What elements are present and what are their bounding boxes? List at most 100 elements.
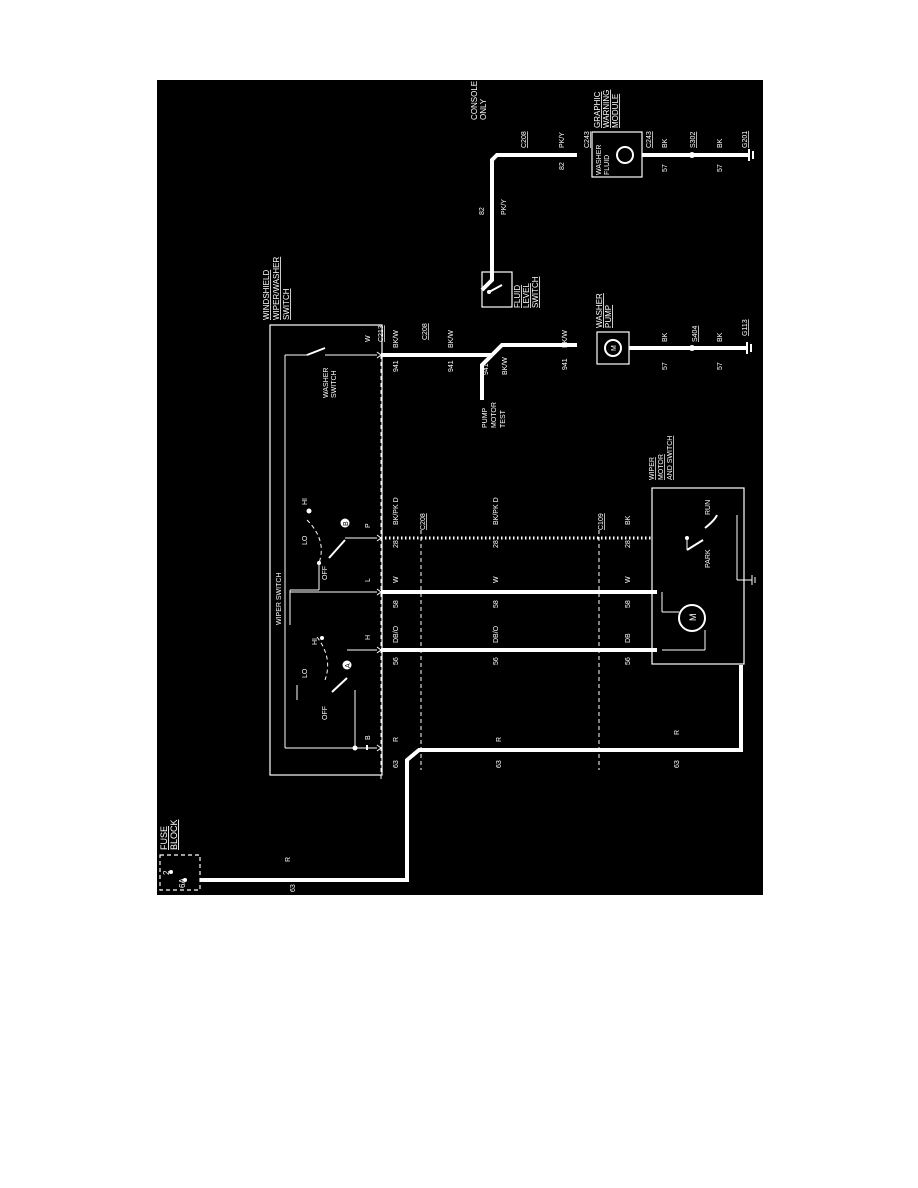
splice-s404: S404: [692, 326, 699, 342]
graphic-warning-module: WASHER FLUID C243 C243 GRAPHIC WARNING M…: [470, 81, 653, 178]
ww-switch-label-3: SWITCH: [282, 288, 291, 320]
ground-g113: G113: [742, 319, 749, 336]
wire-941-color-4: BK/W: [562, 330, 569, 348]
wiper-motor-label-2: MOTOR: [658, 454, 665, 480]
wiper-motor-label-3: AND SWITCH: [667, 436, 674, 480]
wire-28-color-2: BK/PK D: [493, 497, 500, 525]
wire-63-color-1: R: [393, 737, 400, 742]
terminal-l: L: [365, 578, 372, 582]
switch-off-lower: OFF: [322, 706, 329, 720]
wire-58-color-1: W: [393, 576, 400, 583]
fuse-block-label-1: FUSE: [159, 826, 169, 850]
fluid-level-label-1: FLUID: [513, 285, 522, 308]
wire-58-num-2: 58: [493, 600, 500, 608]
wiring-diagram: 2 6A FUSE BLOCK 63 R 63 R 63 R 63 R WIND…: [157, 80, 763, 895]
fuse-block-label-2: BLOCK: [169, 819, 179, 850]
wiper-motor-label-1: WIPER: [649, 457, 656, 480]
wire-57-color-3: BK: [662, 138, 669, 148]
fuse-pin-2: 2: [162, 870, 171, 875]
terminal-a-badge: A: [345, 663, 352, 668]
wire-941-num-2: 941: [448, 360, 455, 372]
wire-63-red: 63 R 63 R 63 R 63 R: [200, 665, 743, 892]
wire-82-color-2: PK/Y: [559, 132, 566, 148]
wire-57-num-2: 57: [717, 362, 724, 370]
terminal-h: H: [365, 635, 372, 640]
washer-switch-label-1: WASHER: [323, 368, 330, 398]
wire-941-num-3: 941: [483, 363, 490, 375]
c213-connector-row: C213: [376, 325, 385, 780]
washer-pump-m: M: [611, 345, 618, 351]
wire-57-color-4: BK: [717, 138, 724, 148]
wire-56-num-3: 56: [625, 657, 632, 665]
wire-941-color-1: BK/W: [393, 330, 400, 348]
pump-motor-test-2: MOTOR: [491, 402, 498, 428]
gwm-label-1: GRAPHIC: [593, 91, 602, 128]
wiper-motor-and-switch: WIPER MOTOR AND SWITCH M RUN PARK: [649, 436, 756, 665]
pump-motor-test-3: TEST: [500, 409, 507, 428]
terminal-p: P: [365, 523, 372, 528]
connector-c213: C213: [378, 325, 385, 342]
fuse-pin-6a: 6A: [178, 878, 187, 888]
wire-941-num-1: 941: [393, 360, 400, 372]
wire-941-color-3: BK/W: [502, 357, 509, 375]
wire-82-pky: 82 PK/Y 82 PK/Y C208: [479, 131, 577, 292]
wire-56-color-2: DB/O: [493, 625, 500, 643]
wire-82-num-1: 82: [479, 207, 486, 215]
ww-switch-label-1: WINDSHIELD: [262, 270, 271, 320]
wiper-motor-park: PARK: [705, 549, 712, 568]
wire-28-num-1: 28: [393, 540, 400, 548]
connector-c208-module: C208: [521, 131, 528, 148]
wire-63-color-2: R: [496, 737, 503, 742]
wire-57-bk-module: 57 BK 57 BK S302 G201: [642, 131, 754, 172]
wire-57-color-2: BK: [717, 332, 724, 342]
wire-56-color-3: DB: [625, 633, 632, 643]
terminal-w: W: [365, 335, 372, 342]
fluid-level-label-3: SWITCH: [531, 276, 540, 308]
c208-connector-washer: C208: [422, 323, 429, 340]
pump-motor-test-1: PUMP: [482, 407, 489, 428]
washer-pump-label-2: PUMP: [604, 305, 613, 328]
connector-c109: C109: [598, 513, 605, 530]
wire-28-color-3: BK: [625, 515, 632, 525]
wire-63-num-1: 63: [393, 760, 400, 768]
washer-fluid-label-2: FLUID: [604, 155, 611, 175]
c208-connector-wiper: C208: [420, 513, 427, 770]
wire-58-color-3: W: [625, 576, 632, 583]
terminal-b-badge: B: [343, 521, 350, 526]
switch-lo-lower: LO: [302, 668, 309, 678]
wire-63-color-3: R: [674, 730, 681, 735]
washer-pump-label-1: WASHER: [595, 293, 604, 328]
wire-56-color-1: DB/O: [393, 625, 400, 643]
wire-58-color-2: W: [493, 576, 500, 583]
wiper-motor-run: RUN: [705, 500, 712, 515]
wiper-motor-m: M: [688, 614, 698, 622]
wire-63-num-2: 63: [496, 760, 503, 768]
wire-58-num-3: 58: [625, 600, 632, 608]
connector-c208-wiper: C208: [420, 513, 427, 530]
ww-switch-label-2: WIPER/WASHER: [272, 257, 281, 320]
wire-57-num-3: 57: [662, 164, 669, 172]
wire-941-bkw: 941 BK/W 941 BK/W 941 BK/W 941 BK/W: [381, 330, 577, 400]
switch-lo-upper: LO: [302, 535, 309, 545]
fluid-level-label-2: LEVEL: [522, 283, 531, 308]
wiring-diagram-svg: 2 6A FUSE BLOCK 63 R 63 R 63 R 63 R WIND…: [159, 81, 756, 892]
fuse-block: 2 6A FUSE BLOCK: [159, 819, 201, 891]
wire-82-num-2: 82: [559, 162, 566, 170]
wire-57-bk-pump: 57 BK 57 BK S404 G113: [629, 319, 752, 370]
c109-connector: C109: [598, 513, 605, 770]
wire-57-num-1: 57: [662, 362, 669, 370]
washer-fluid-label-1: WASHER: [596, 145, 603, 175]
switch-hi-upper: HI: [302, 498, 309, 505]
wire-57-num-4: 57: [717, 164, 724, 172]
wire-56-dbo: 56 DB/O 56 DB/O 56 DB: [381, 625, 657, 665]
terminal-b: B: [365, 735, 372, 740]
gwm-label-2: WARNING: [602, 90, 611, 128]
wire-82-color-1: PK/Y: [501, 199, 508, 215]
wire-58-num-1: 58: [393, 600, 400, 608]
wire-57-color-1: BK: [662, 332, 669, 342]
wiper-washer-switch-assembly: WINDSHIELD WIPER/WASHER SWITCH WASHER SW…: [262, 257, 383, 776]
wire-28-num-2: 28: [493, 540, 500, 548]
wire-56-num-2: 56: [493, 657, 500, 665]
wire-63-color-fuse: R: [285, 857, 292, 862]
console-only-1: CONSOLE: [470, 81, 479, 120]
